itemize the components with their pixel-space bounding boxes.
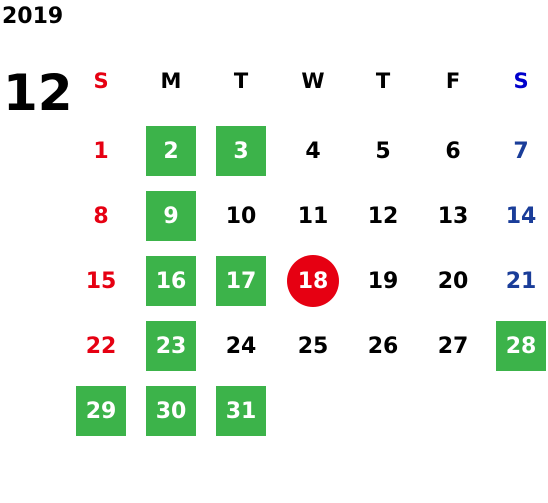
calendar-day[interactable]: 4 [305, 138, 321, 164]
calendar-day[interactable]: 3 [216, 126, 266, 176]
calendar-day[interactable]: 10 [225, 203, 257, 229]
calendar-day[interactable]: 27 [437, 333, 469, 359]
calendar-day[interactable]: 19 [367, 268, 399, 294]
calendar-day[interactable]: 20 [437, 268, 469, 294]
calendar-day[interactable]: 7 [513, 138, 529, 164]
calendar-day[interactable]: 30 [146, 386, 196, 436]
calendar-day[interactable]: 23 [146, 321, 196, 371]
calendar-day[interactable]: 11 [297, 203, 329, 229]
weekday-header: S [513, 69, 529, 93]
weekday-header: M [160, 69, 182, 93]
calendar-day[interactable]: 31 [216, 386, 266, 436]
calendar-day[interactable]: 25 [297, 333, 329, 359]
calendar-day[interactable]: 12 [367, 203, 399, 229]
weekday-header: W [301, 69, 325, 93]
calendar-day[interactable]: 5 [375, 138, 391, 164]
calendar-day[interactable]: 18 [287, 255, 339, 307]
calendar-day[interactable]: 2 [146, 126, 196, 176]
calendar-day[interactable]: 16 [146, 256, 196, 306]
calendar-day[interactable]: 1 [93, 138, 109, 164]
calendar-day[interactable]: 14 [505, 203, 537, 229]
calendar-day[interactable]: 22 [85, 333, 117, 359]
calendar-day[interactable]: 26 [367, 333, 399, 359]
weekday-header: S [93, 69, 109, 93]
weekday-header: T [233, 69, 249, 93]
year-label: 2019 [2, 4, 64, 29]
calendar-day[interactable]: 6 [445, 138, 461, 164]
weekday-header: T [375, 69, 391, 93]
calendar-day[interactable]: 8 [93, 203, 109, 229]
calendar-day[interactable]: 13 [437, 203, 469, 229]
calendar-day[interactable]: 9 [146, 191, 196, 241]
calendar-day[interactable]: 15 [85, 268, 117, 294]
month-label: 12 [3, 64, 73, 122]
calendar-day[interactable]: 24 [225, 333, 257, 359]
weekday-header: F [445, 69, 461, 93]
calendar-day[interactable]: 21 [505, 268, 537, 294]
calendar-day[interactable]: 29 [76, 386, 126, 436]
calendar-day[interactable]: 17 [216, 256, 266, 306]
calendar-day[interactable]: 28 [496, 321, 546, 371]
